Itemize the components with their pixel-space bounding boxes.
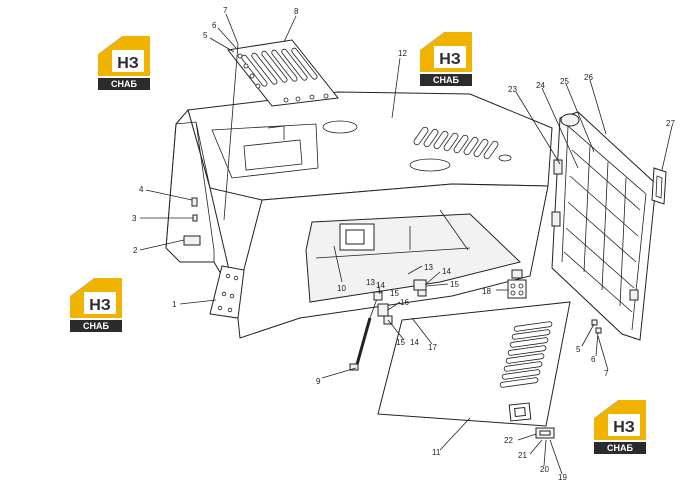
callout-18: 18: [482, 287, 491, 296]
part-1-plate: [209, 265, 245, 319]
callout-27: 27: [666, 119, 675, 128]
callout-17: 17: [428, 343, 437, 352]
callout-21: 21: [518, 451, 527, 460]
logo-mark: НЗ: [89, 297, 111, 314]
callout-3: 3: [132, 214, 137, 223]
callout-1: 1: [172, 300, 177, 309]
callout-5-right: 5: [576, 345, 581, 354]
grille-cells: [563, 145, 641, 313]
callout-24: 24: [536, 81, 545, 90]
callout-16: 16: [400, 298, 409, 307]
logo-caption: СНАБ: [111, 79, 137, 89]
logo-watermark-3: НЗ СНАБ: [70, 278, 122, 332]
callout-13-right: 13: [424, 263, 433, 272]
callout-8: 8: [294, 7, 299, 16]
logo-mark: НЗ: [117, 55, 139, 72]
callout-7-right: 7: [604, 369, 609, 378]
callout-6-top: 6: [212, 21, 217, 30]
logo-mark: НЗ: [613, 419, 635, 436]
logo-watermark-1: НЗ СНАБ: [98, 36, 150, 90]
callout-13-left: 13: [366, 278, 375, 287]
cab-body: [165, 91, 553, 339]
callout-26: 26: [584, 73, 593, 82]
callout-labels: 7 6 5 8 12 4 3 2 1 10 9 13 14 15 16 13 1…: [132, 6, 675, 482]
callout-4: 4: [139, 185, 144, 194]
callout-15-left: 15: [390, 289, 399, 298]
callout-15-lower: 15: [396, 338, 405, 347]
leader-lines: [139, 13, 673, 475]
callout-23: 23: [508, 85, 517, 94]
callout-2: 2: [133, 246, 138, 255]
fasteners-3-4: [183, 197, 201, 246]
logo-caption: СНАБ: [83, 321, 109, 331]
fasteners-5-6-7: [591, 319, 602, 334]
door-vent-slots: [499, 321, 553, 388]
logo-watermark-2: НЗ СНАБ: [420, 32, 472, 86]
callout-10: 10: [337, 284, 346, 293]
callout-14-left: 14: [376, 281, 385, 290]
callout-7-top: 7: [223, 6, 228, 15]
callout-11: 11: [432, 448, 441, 457]
callout-25: 25: [560, 77, 569, 86]
part-18-bracket: [507, 269, 527, 299]
callout-9: 9: [316, 377, 321, 386]
callout-5-top: 5: [203, 31, 208, 40]
callout-6-right: 6: [591, 355, 596, 364]
callout-12: 12: [398, 49, 407, 58]
logo-caption: СНАБ: [607, 443, 633, 453]
callout-19: 19: [558, 473, 567, 482]
callout-14-right: 14: [442, 267, 451, 276]
side-grille-door: [551, 111, 657, 341]
logo-watermark-4: НЗ СНАБ: [594, 400, 646, 454]
logo-caption: СНАБ: [433, 75, 459, 85]
callout-15-right: 15: [450, 280, 459, 289]
callout-14-lower: 14: [410, 338, 419, 347]
callout-20: 20: [540, 465, 549, 474]
part-27-handle: [651, 167, 667, 205]
logo-mark: НЗ: [439, 51, 461, 68]
part-8-grille: [227, 39, 339, 107]
top-vent-slots: [413, 126, 499, 160]
part-11-door: [377, 301, 571, 439]
callout-22: 22: [504, 436, 513, 445]
